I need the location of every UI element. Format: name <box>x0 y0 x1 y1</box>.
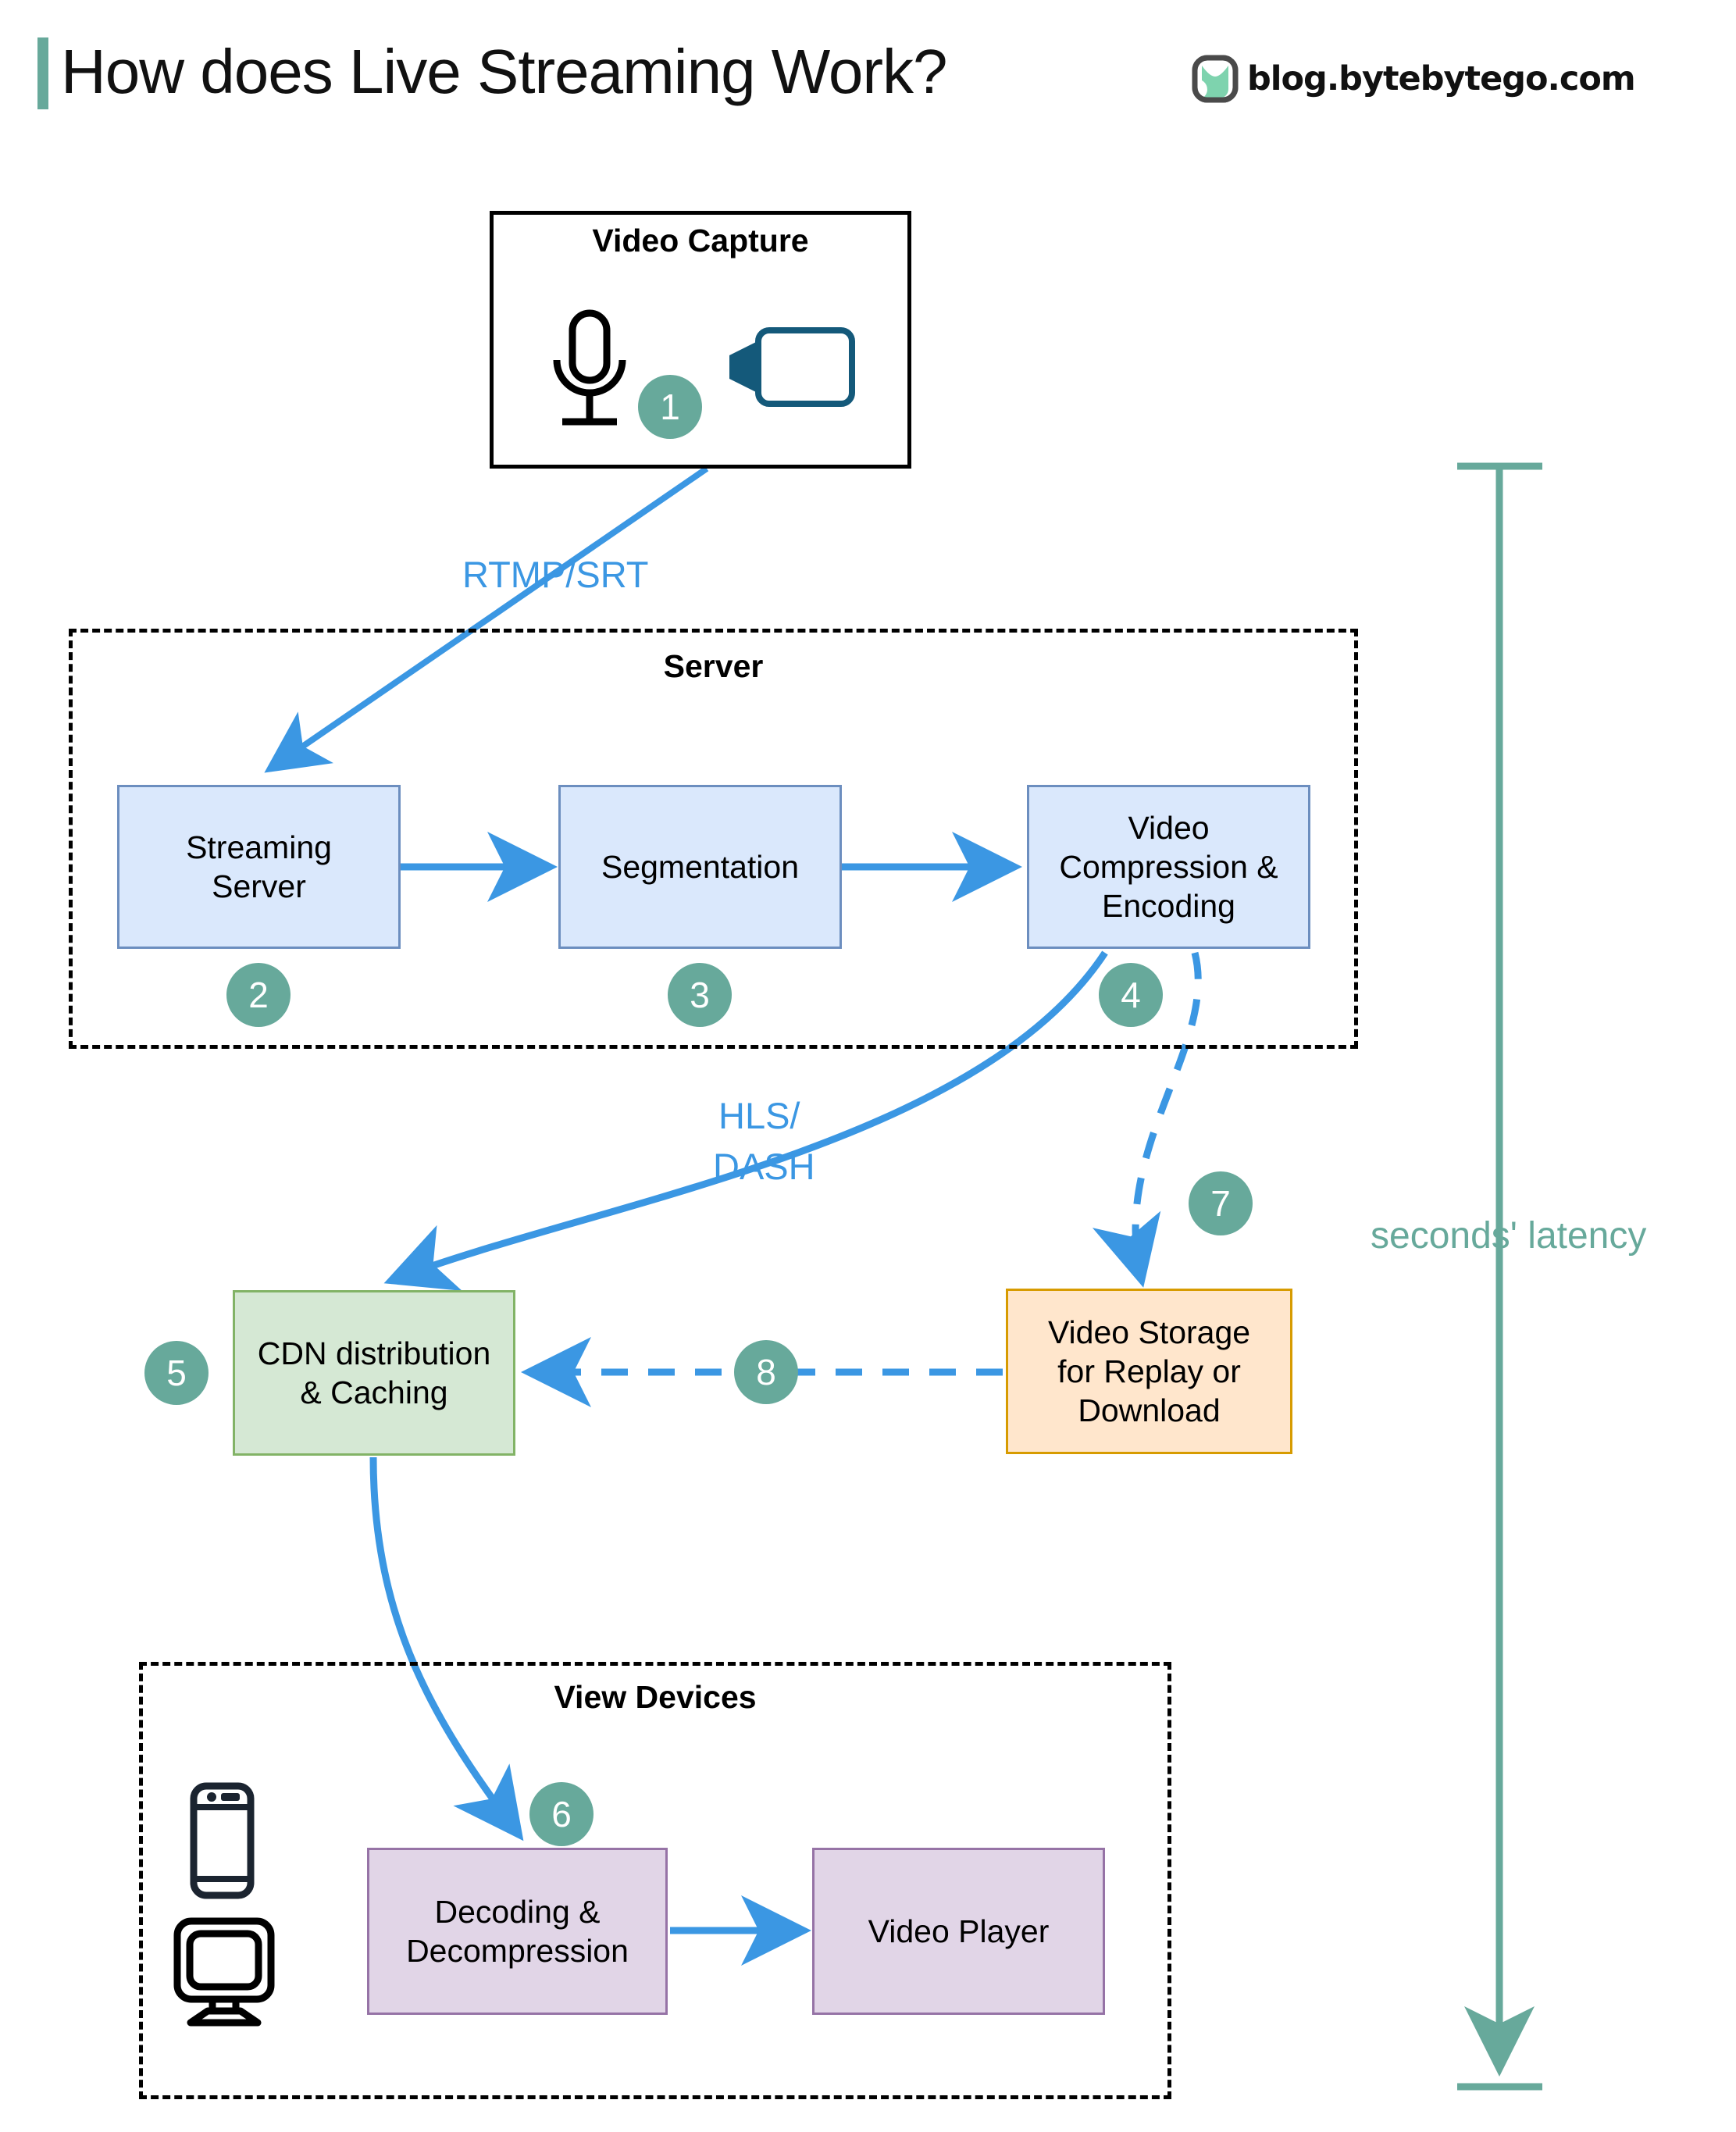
node-video-player-label: Video Player <box>868 1913 1050 1949</box>
phone-icon <box>189 1782 255 1903</box>
brand: blog.bytebytego.com <box>1191 55 1636 103</box>
edge-label-hls-dash-line2: DASH <box>713 1146 815 1187</box>
brand-url: blog.bytebytego.com <box>1247 59 1636 98</box>
step-badge-streaming-server: 2 <box>226 963 291 1027</box>
group-view-devices-title: View Devices <box>554 1679 757 1715</box>
node-decoding-decompression[interactable]: Decoding & Decompression <box>367 1848 668 2015</box>
video-camera-icon <box>725 324 857 414</box>
node-video-compression[interactable]: Video Compression & Encoding <box>1027 785 1310 949</box>
group-server-title: Server <box>663 648 764 684</box>
latency-annotation: seconds' latency <box>1371 1215 1647 1257</box>
group-video-capture-title: Video Capture <box>592 223 809 258</box>
node-video-storage-label: Video Storage for Replay or Download <box>1047 1314 1251 1428</box>
step-badge-storage-to-cdn: 8 <box>734 1340 798 1404</box>
page-title: How does Live Streaming Work? <box>61 37 947 106</box>
node-video-compression-label: Video Compression & Encoding <box>1059 809 1278 924</box>
bytebytego-logo-icon <box>1191 55 1239 103</box>
step-badge-video-compression: 4 <box>1099 963 1163 1027</box>
group-view-devices <box>139 1662 1171 2099</box>
step-badge-cdn: 5 <box>144 1341 209 1405</box>
edge-label-rtmp-srt: RTMP/SRT <box>462 554 649 595</box>
node-cdn-label: CDN distribution & Caching <box>257 1335 491 1410</box>
edge-label-hls-dash-line1: HLS/ <box>718 1095 800 1136</box>
step-badge-segmentation: 3 <box>668 963 732 1027</box>
group-video-capture <box>490 211 911 469</box>
node-cdn-distribution[interactable]: CDN distribution & Caching <box>233 1290 515 1456</box>
group-server <box>69 629 1358 1049</box>
node-video-storage[interactable]: Video Storage for Replay or Download <box>1006 1289 1292 1454</box>
node-decoding-label: Decoding & Decompression <box>406 1893 629 1969</box>
microphone-icon <box>547 308 633 437</box>
step-badge-video-storage: 7 <box>1189 1171 1253 1235</box>
node-segmentation-label: Segmentation <box>601 848 799 885</box>
node-video-player[interactable]: Video Player <box>812 1848 1105 2015</box>
monitor-icon <box>173 1917 275 2030</box>
title-accent-bar <box>37 37 48 109</box>
step-badge-capture: 1 <box>638 375 702 439</box>
node-streaming-server[interactable]: Streaming Server <box>117 785 401 949</box>
node-streaming-server-label: Streaming Server <box>186 829 332 904</box>
step-badge-decoding: 6 <box>529 1782 594 1846</box>
node-segmentation[interactable]: Segmentation <box>558 785 842 949</box>
